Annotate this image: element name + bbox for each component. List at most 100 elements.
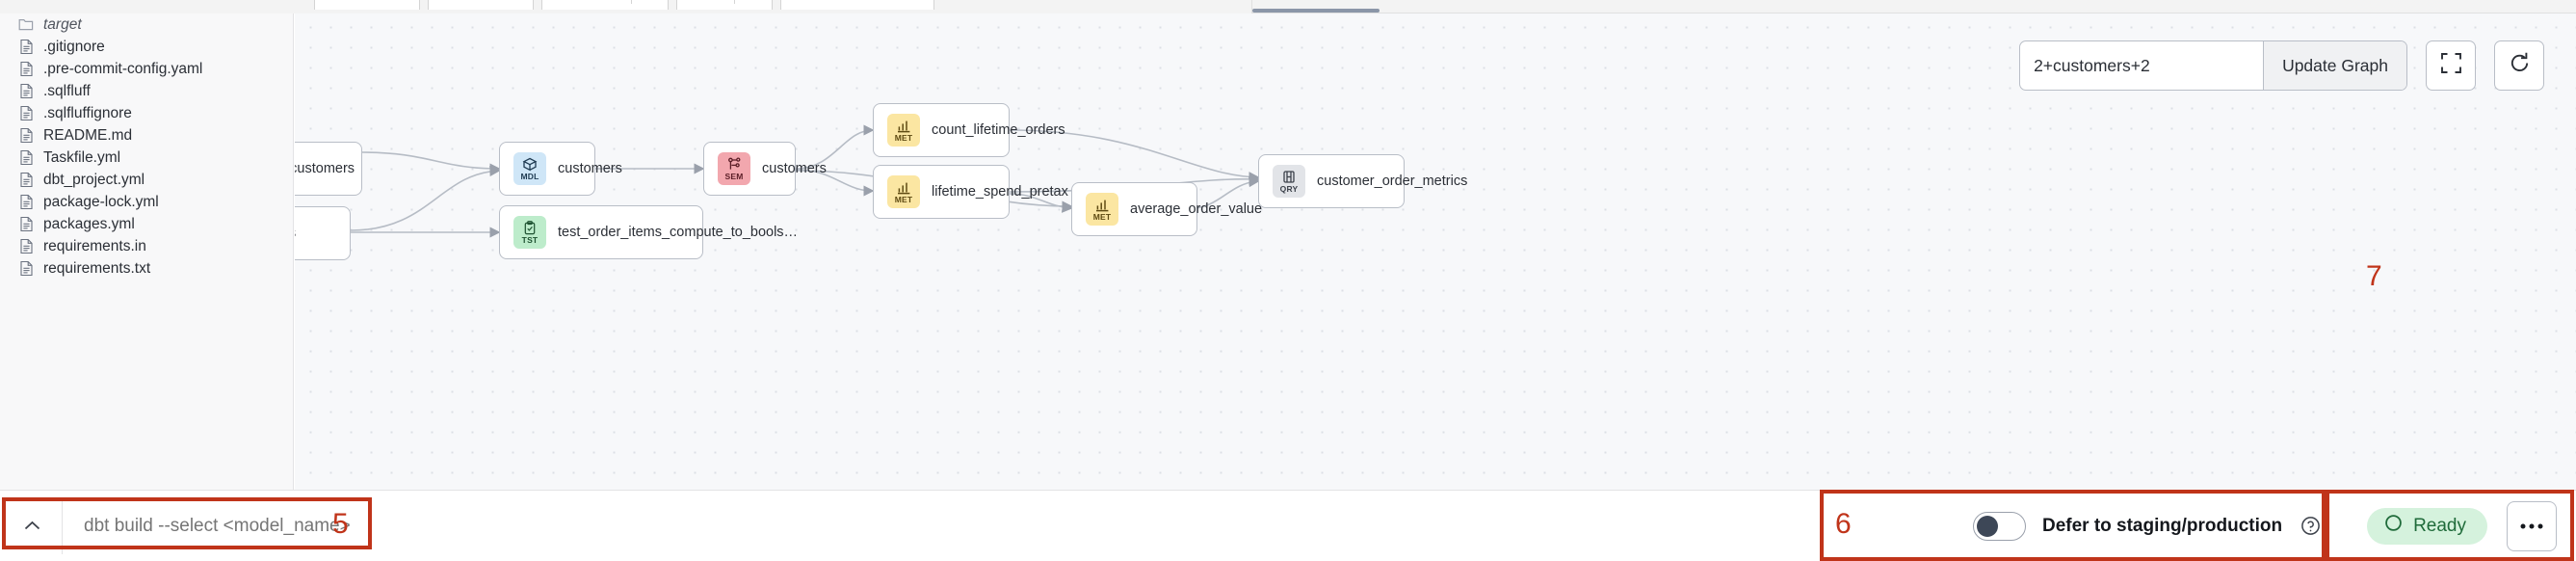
badge-text: TST (521, 234, 539, 245)
graph-node-label: orders (295, 226, 296, 241)
file-row[interactable]: .gitignore (0, 36, 293, 58)
status-bar: Defer to staging/production Ready (0, 490, 2576, 561)
graph-node-label: test_order_items_compute_to_bools… (558, 225, 799, 240)
file-name: target (43, 15, 82, 33)
met-badge: MET (887, 114, 920, 147)
file-row[interactable]: packages.yml (0, 213, 293, 235)
defer-control-group: Defer to staging/production (1938, 491, 2346, 561)
help-circle-icon[interactable] (2300, 516, 2321, 536)
graph-node-label: lifetime_spend_pretax (932, 184, 1068, 200)
refresh-graph-button[interactable] (2494, 40, 2544, 91)
status-ready-badge[interactable]: Ready (2367, 507, 2487, 545)
graph-node-sem-customers[interactable]: SEM customers (703, 142, 827, 196)
file-name: .sqlfluffignore (43, 104, 132, 121)
file-icon (17, 82, 35, 101)
graph-node-label: average_order_value (1130, 201, 1263, 217)
file-explorer[interactable]: target .gitignore .pre-commit-config.yaml.… (0, 13, 294, 490)
file-list: target .gitignore .pre-commit-config.yaml.… (0, 13, 293, 280)
graph-node-stg-customers[interactable]: tg_customers (295, 142, 362, 196)
tab-divider (631, 0, 632, 4)
file-icon (17, 215, 35, 234)
file-name: .gitignore (43, 38, 105, 55)
badge-text: MET (894, 132, 913, 143)
file-icon (17, 126, 35, 146)
file-row[interactable]: package-lock.yml (0, 191, 293, 213)
file-name: dbt_project.yml (43, 171, 145, 188)
file-row[interactable]: target (0, 13, 293, 36)
graph-node-average-order-value[interactable]: MET average_order_value (1071, 182, 1262, 236)
file-icon (17, 171, 35, 190)
editor-tab[interactable] (676, 0, 773, 10)
file-name: README.md (43, 126, 133, 144)
editor-tab[interactable] (780, 0, 934, 10)
badge-text: QRY (1279, 183, 1299, 194)
graph-node-label: tg_customers (295, 161, 355, 176)
file-icon (17, 104, 35, 123)
graph-node-label: customers (762, 161, 827, 176)
file-name: requirements.txt (43, 259, 151, 277)
file-row[interactable]: .sqlfluffignore (0, 102, 293, 124)
command-input[interactable] (63, 497, 735, 554)
file-icon (17, 193, 35, 212)
file-name: .sqlfluff (43, 82, 91, 99)
editor-tab-strip (0, 0, 2576, 13)
toggle-knob (1976, 515, 1998, 537)
file-icon (17, 38, 35, 57)
file-row[interactable]: dbt_project.yml (0, 169, 293, 191)
file-icon (17, 237, 35, 256)
defer-toggle[interactable] (1972, 511, 2026, 541)
file-name: Taskfile.yml (43, 148, 121, 166)
graph-search-input[interactable] (2020, 41, 2264, 90)
defer-label: Defer to staging/production (2041, 515, 2283, 536)
file-icon (17, 60, 35, 79)
lineage-graph-canvas[interactable]: tg_customers orders MDL customers (295, 13, 2576, 490)
graph-node-lifetime-spend-pretax[interactable]: MET lifetime_spend_pretax (873, 165, 1068, 219)
graph-node-label: count_lifetime_orders (932, 122, 1065, 138)
update-graph-button[interactable]: Update Graph (2263, 41, 2406, 90)
file-name: packages.yml (43, 215, 135, 232)
editor-tab[interactable] (314, 0, 420, 10)
file-row[interactable]: README.md (0, 124, 293, 147)
file-icon (17, 259, 35, 279)
graph-node-mdl-customers[interactable]: MDL customers (499, 142, 622, 196)
file-row[interactable]: .sqlfluff (0, 80, 293, 102)
graph-node-count-lifetime-orders[interactable]: MET count_lifetime_orders (873, 103, 1065, 157)
file-row[interactable]: .pre-commit-config.yaml (0, 58, 293, 80)
circle-icon (2384, 514, 2403, 538)
sem-badge: SEM (718, 152, 750, 185)
active-tab-indicator (1252, 9, 1380, 13)
fit-view-button[interactable] (2426, 40, 2476, 91)
graph-toolbar: Update Graph (2019, 40, 2544, 91)
qry-badge: QRY (1273, 165, 1305, 198)
editor-tab[interactable] (541, 0, 669, 10)
command-bar[interactable] (3, 497, 735, 554)
graph-node-label: customer_order_metrics (1317, 174, 1468, 189)
badge-text: MET (1092, 211, 1112, 222)
chevron-up-icon[interactable] (3, 497, 63, 554)
graph-node-orders[interactable]: orders (295, 206, 351, 260)
expand-icon (2440, 52, 2462, 79)
graph-node-test-order-items[interactable]: TST test_order_items_compute_to_bools… (499, 205, 798, 259)
ellipsis-icon (2519, 518, 2544, 535)
badge-text: SEM (724, 171, 744, 181)
more-options-button[interactable] (2507, 500, 2557, 551)
file-row[interactable]: requirements.txt (0, 257, 293, 280)
met-badge: MET (887, 175, 920, 208)
file-name: requirements.in (43, 237, 146, 254)
graph-search-group: Update Graph (2019, 40, 2407, 91)
refresh-icon (2508, 51, 2532, 80)
badge-text: MET (894, 194, 913, 204)
tst-badge: TST (513, 216, 546, 249)
status-label: Ready (2413, 515, 2466, 536)
editor-tab[interactable] (428, 0, 534, 10)
file-row[interactable]: Taskfile.yml (0, 147, 293, 169)
mdl-badge: MDL (513, 152, 546, 185)
file-row[interactable]: requirements.in (0, 235, 293, 257)
graph-node-label: customers (558, 161, 622, 176)
file-name: .pre-commit-config.yaml (43, 60, 203, 77)
folder-icon (17, 15, 35, 35)
graph-node-customer-order-metrics[interactable]: QRY customer_order_metrics (1258, 154, 1467, 208)
file-icon (17, 148, 35, 168)
badge-text: MDL (520, 171, 539, 181)
